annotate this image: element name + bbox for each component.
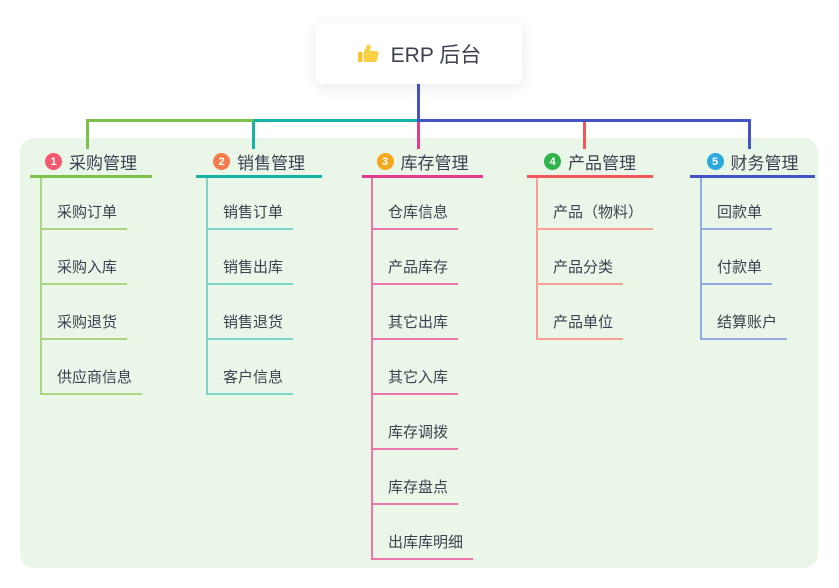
mindmap-node[interactable]: 客户信息 bbox=[206, 368, 294, 395]
mindmap-node[interactable]: 采购订单 bbox=[40, 203, 128, 230]
thumbs-up-icon bbox=[357, 44, 379, 62]
badge-5: 5 bbox=[706, 153, 724, 170]
mindmap-node[interactable]: 采购退货 bbox=[40, 313, 128, 340]
branch-label: 库存管理 bbox=[400, 154, 469, 173]
mindmap-node[interactable]: 仓库信息 bbox=[371, 203, 459, 230]
branch-label: 采购管理 bbox=[69, 154, 137, 173]
mindmap-node[interactable]: 库存盘点 bbox=[371, 478, 459, 505]
mindmap-node[interactable]: 销售退货 bbox=[206, 313, 294, 340]
root-node[interactable]: ERP 后台 bbox=[316, 23, 522, 84]
connector-children-inventory bbox=[371, 178, 373, 560]
branch-node-finance[interactable]: 5 财务管理 bbox=[690, 148, 815, 178]
connector-drop-product bbox=[583, 121, 586, 149]
connector-bus-center bbox=[253, 119, 420, 122]
branch-node-inventory[interactable]: 3 库存管理 bbox=[362, 148, 483, 178]
mindmap-node[interactable]: 销售出库 bbox=[206, 258, 294, 285]
background-panel bbox=[20, 138, 818, 568]
connector-drop-sales bbox=[252, 119, 255, 149]
mindmap-node[interactable]: 产品单位 bbox=[536, 313, 624, 340]
mindmap-node[interactable]: 供应商信息 bbox=[40, 368, 143, 395]
mindmap-node[interactable]: 销售订单 bbox=[206, 203, 294, 230]
mindmap-node[interactable]: 出库库明细 bbox=[371, 533, 474, 560]
mindmap-node[interactable]: 产品（物料） bbox=[536, 203, 654, 230]
mindmap-node[interactable]: 付款单 bbox=[700, 258, 773, 285]
connector-bus-left bbox=[86, 119, 256, 122]
connector-drop-inventory bbox=[417, 121, 420, 149]
connector-drop-purchase bbox=[86, 119, 89, 149]
branch-node-purchase[interactable]: 1 采购管理 bbox=[30, 148, 152, 178]
connector-children-finance bbox=[700, 178, 702, 340]
connector-root-drop bbox=[417, 84, 420, 121]
mindmap-node[interactable]: 回款单 bbox=[700, 203, 773, 230]
connector-bus-right bbox=[417, 119, 751, 122]
mindmap-node[interactable]: 其它出库 bbox=[371, 313, 459, 340]
connector-children-purchase bbox=[40, 178, 42, 395]
mindmap-node[interactable]: 产品库存 bbox=[371, 258, 459, 285]
branch-label: 财务管理 bbox=[730, 154, 799, 173]
connector-drop-finance bbox=[748, 119, 751, 149]
root-label: ERP 后台 bbox=[390, 43, 482, 67]
connector-children-product bbox=[536, 178, 538, 340]
branch-label: 产品管理 bbox=[568, 154, 636, 173]
branch-node-product[interactable]: 4 产品管理 bbox=[527, 148, 653, 178]
badge-2: 2 bbox=[213, 153, 230, 170]
badge-3: 3 bbox=[376, 153, 394, 170]
branch-label: 销售管理 bbox=[237, 154, 305, 173]
badge-4: 4 bbox=[544, 153, 561, 170]
mindmap-node[interactable]: 其它入库 bbox=[371, 368, 459, 395]
connector-children-sales bbox=[206, 178, 208, 395]
mindmap-node[interactable]: 产品分类 bbox=[536, 258, 624, 285]
mindmap-node[interactable]: 采购入库 bbox=[40, 258, 128, 285]
badge-1: 1 bbox=[45, 153, 62, 170]
branch-node-sales[interactable]: 2 销售管理 bbox=[196, 148, 322, 178]
mindmap-node[interactable]: 结算账户 bbox=[700, 313, 788, 340]
mindmap-node[interactable]: 库存调拨 bbox=[371, 423, 459, 450]
